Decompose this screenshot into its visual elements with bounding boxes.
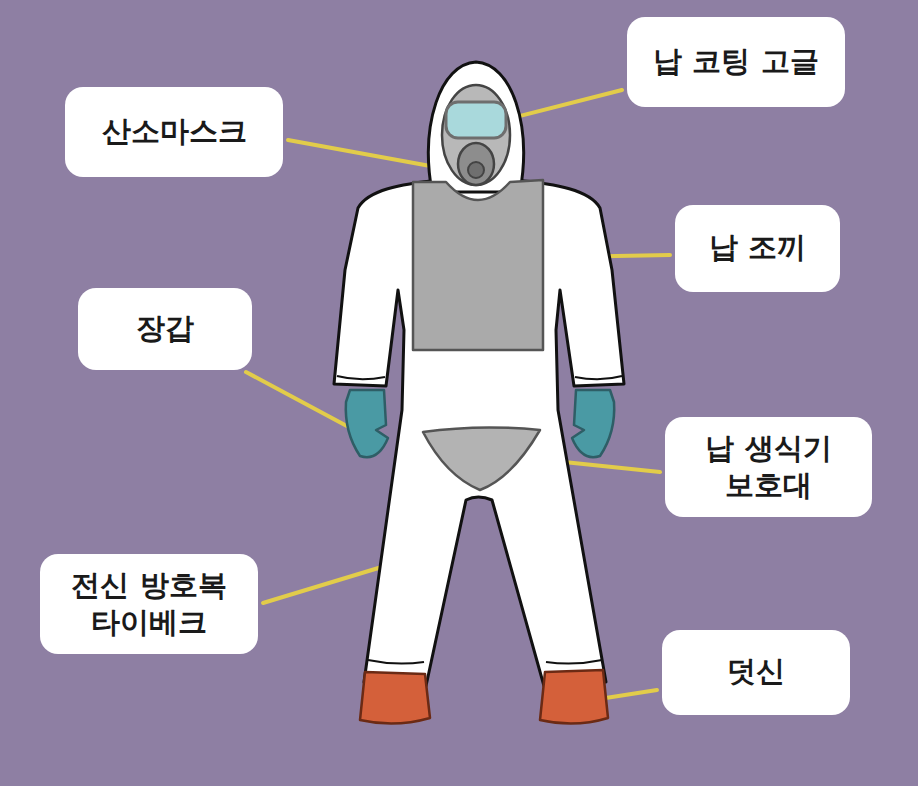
label-box: 덧신 xyxy=(662,630,850,715)
mask-filter xyxy=(468,162,484,178)
cuff-line xyxy=(575,376,622,379)
cuff-line xyxy=(337,376,385,379)
part-label: 산소마스크 xyxy=(102,113,247,151)
part-label: 전신 방호복 타이베크 xyxy=(54,567,244,642)
label-box: 납 코팅 고글 xyxy=(627,17,845,107)
cuff-gathers xyxy=(337,376,622,664)
label-box: 장갑 xyxy=(78,288,252,370)
lead-vest xyxy=(413,180,543,350)
part-label: 납 생식기 보호대 xyxy=(679,430,858,505)
part-label: 장갑 xyxy=(136,310,194,348)
glove xyxy=(572,390,614,457)
cuff-line xyxy=(368,660,424,664)
label-box: 전신 방호복 타이베크 xyxy=(40,554,258,654)
label-box: 납 생식기 보호대 xyxy=(665,417,872,517)
oxygen-mask xyxy=(458,143,494,185)
cuff-line xyxy=(546,660,602,664)
shoe-cover xyxy=(540,670,608,724)
face-opening xyxy=(442,85,510,185)
suit-figure xyxy=(334,62,624,724)
label-box: 납 조끼 xyxy=(675,205,840,292)
glove xyxy=(346,390,388,457)
part-label: 덧신 xyxy=(727,653,785,691)
goggles xyxy=(446,102,506,138)
hood xyxy=(429,62,524,192)
label-box: 산소마스크 xyxy=(65,87,283,177)
shoe-cover xyxy=(360,672,430,724)
suit-body xyxy=(334,180,624,686)
part-label: 납 코팅 고글 xyxy=(653,43,818,81)
groin-protector xyxy=(423,427,540,490)
part-label: 납 조끼 xyxy=(709,229,806,267)
